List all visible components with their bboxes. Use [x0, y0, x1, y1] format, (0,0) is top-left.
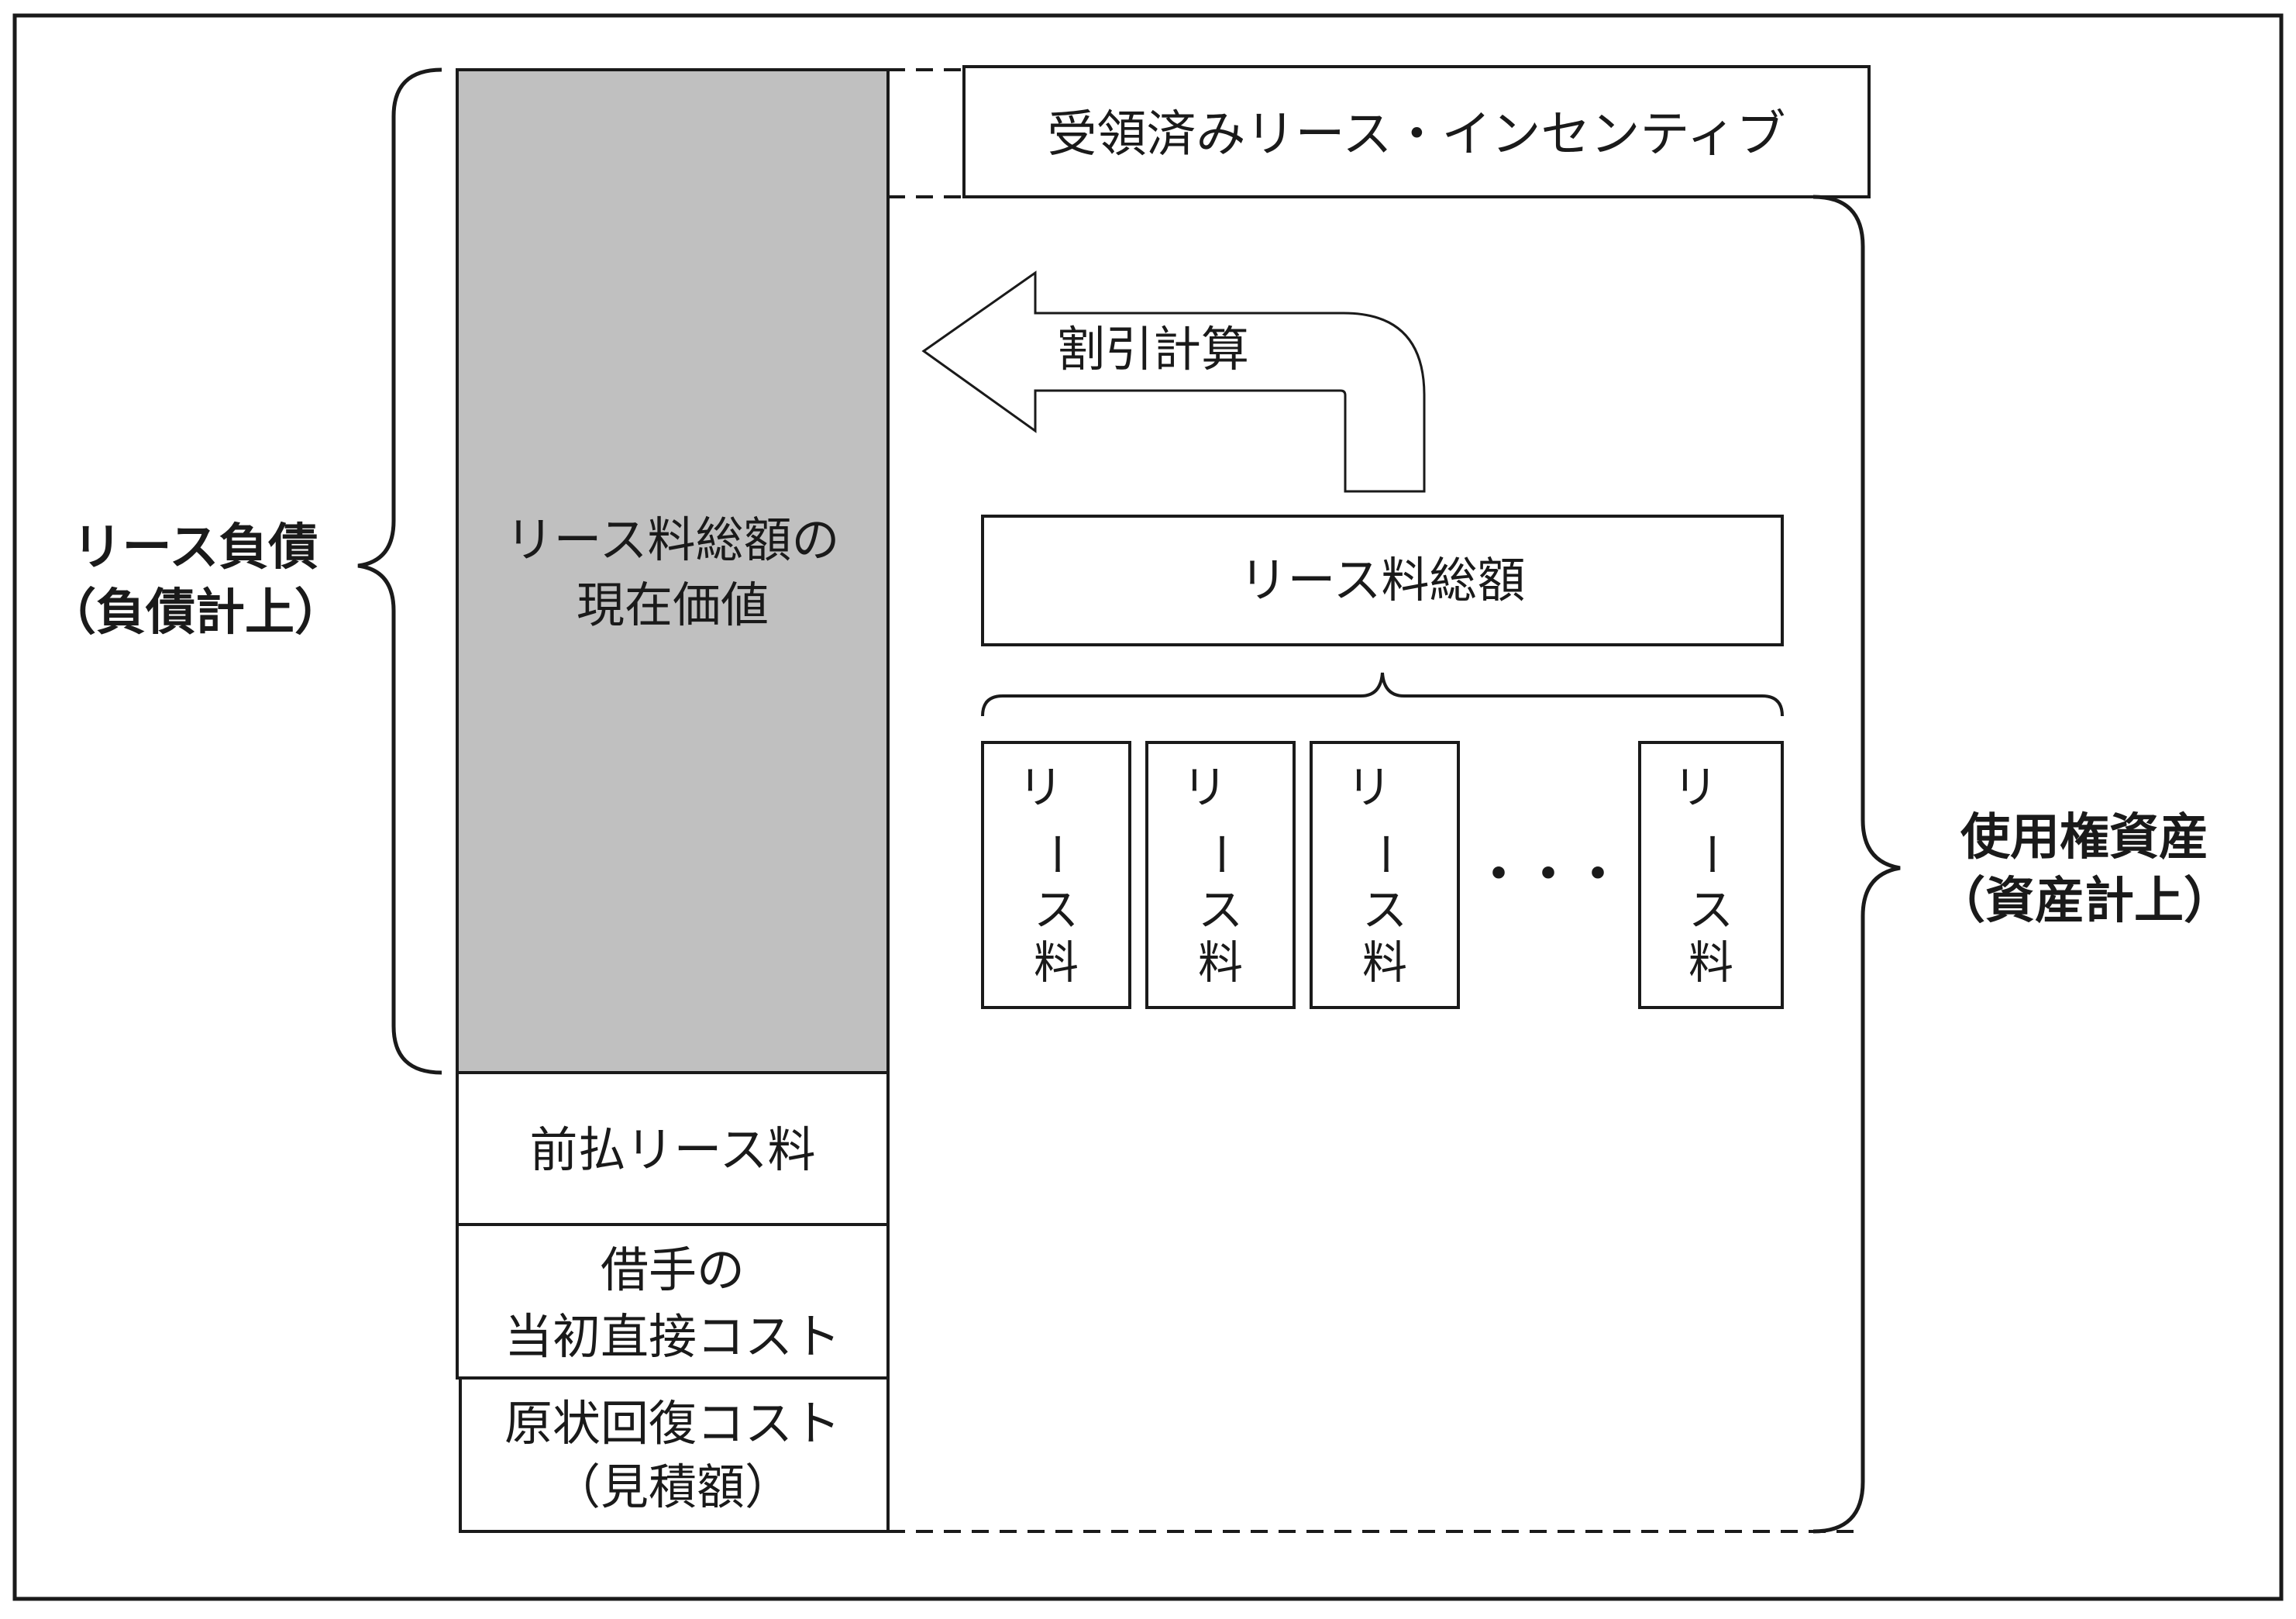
payment-box-char: 料 — [1688, 936, 1733, 989]
payment-box-char: ー — [1194, 832, 1247, 877]
restoration-box — [459, 1376, 890, 1533]
asset-brace — [1812, 195, 1901, 1534]
payment-box-char: 料 — [1362, 936, 1407, 989]
direct-cost-box — [456, 1223, 890, 1380]
payment-box-1: リ ー ス 料 — [981, 741, 1131, 1009]
liability-label-line1: リース負債 — [73, 519, 318, 577]
discount-arrow — [921, 270, 1426, 493]
payment-box-4: リ ー ス 料 — [1638, 741, 1784, 1009]
incentive-box-label: 受領済みリース・インセンティブ — [1048, 106, 1786, 164]
payment-box-char: リ — [1673, 761, 1718, 814]
total-box-label: リース料総額 — [1240, 552, 1526, 608]
payment-box-2: リ ー ス 料 — [1145, 741, 1296, 1009]
payment-box-char: リ — [1182, 761, 1227, 814]
payment-box-char: ス — [1688, 884, 1733, 936]
payment-box-char: ー — [1685, 832, 1737, 877]
restoration-box-line1: 原状回復コスト — [504, 1395, 841, 1452]
prepaid-box — [456, 1071, 890, 1226]
payment-box-char: ス — [1362, 884, 1407, 936]
total-box — [981, 515, 1784, 646]
asset-label-line1: 使用権資産 — [1960, 809, 2208, 866]
liability-label-line2: （負債計上） — [46, 584, 344, 642]
prepaid-box-label: 前払リース料 — [530, 1121, 816, 1178]
direct-cost-box-line1: 借手の — [601, 1242, 745, 1298]
payments-brace — [981, 672, 1784, 717]
payment-box-char: 料 — [1198, 936, 1243, 989]
pv-box-line1: リース料総額の — [506, 512, 840, 568]
payment-box-char: リ — [1347, 761, 1392, 814]
payment-box-char: ー — [1030, 832, 1083, 877]
payment-box-char: ス — [1034, 884, 1079, 936]
discount-arrow-label: 割引計算 — [1057, 321, 1249, 377]
pv-box-line2: 現在価値 — [577, 577, 769, 633]
payment-box-char: 料 — [1034, 936, 1079, 989]
restoration-box-line2: （見積額） — [552, 1459, 793, 1515]
direct-cost-box-line2: 当初直接コスト — [504, 1308, 841, 1365]
payment-box-char: ス — [1198, 884, 1243, 936]
payment-box-char: リ — [1018, 761, 1063, 814]
payment-box-3: リ ー ス 料 — [1310, 741, 1460, 1009]
asset-label-line2: （資産計上） — [1936, 873, 2233, 930]
liability-brace — [357, 67, 442, 1075]
payments-ellipsis: ・・・ — [1474, 846, 1623, 904]
pv-box — [456, 68, 890, 1074]
incentive-box — [962, 65, 1871, 198]
payment-box-char: ー — [1358, 832, 1411, 877]
